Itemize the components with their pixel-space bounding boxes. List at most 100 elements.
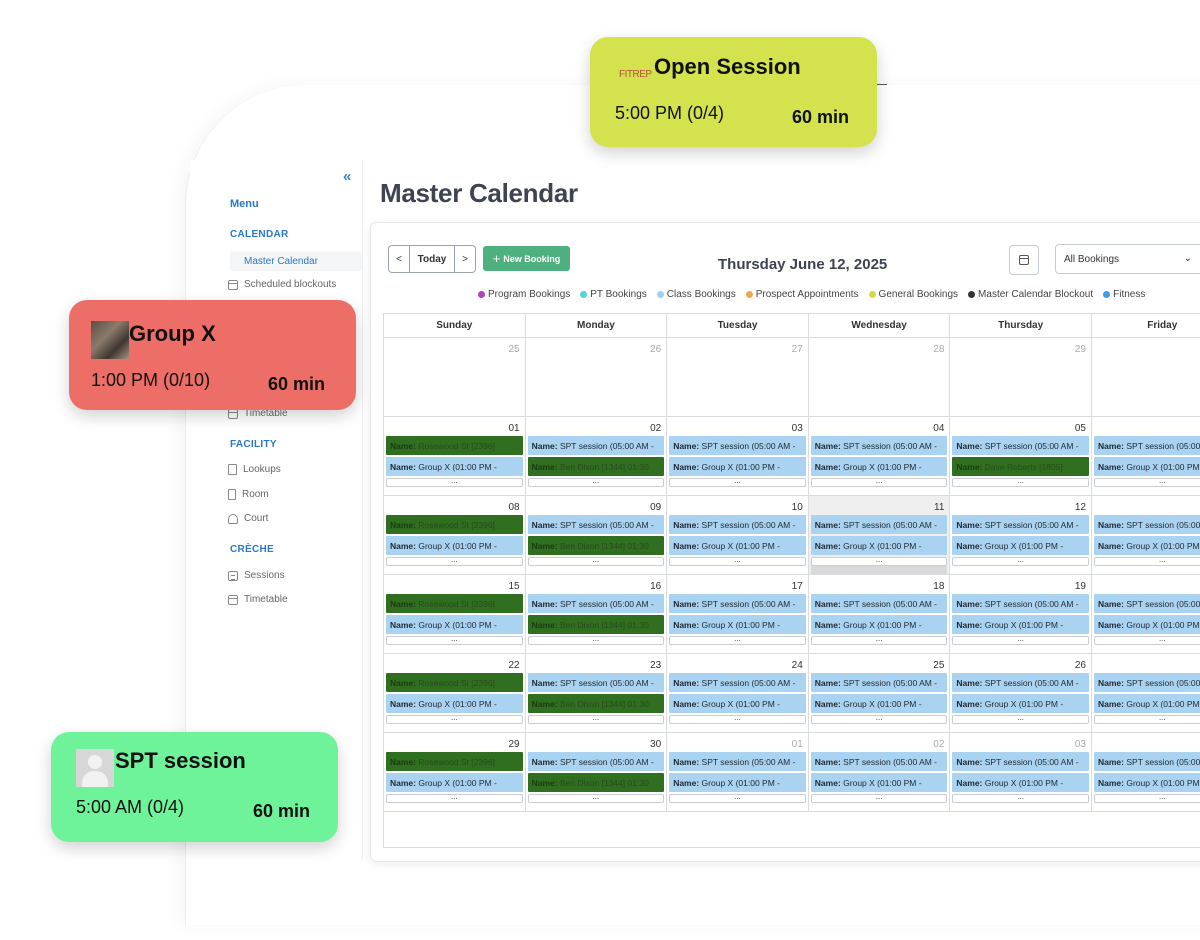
more-events-button[interactable]: ... [952, 556, 1089, 566]
more-events-button[interactable]: ... [810, 477, 948, 487]
sidebar-item-lookups[interactable]: Lookups [228, 464, 281, 475]
class-event[interactable]: Name: SPT session (05:00 AM - [810, 515, 948, 534]
class-event[interactable]: Name: Group X (01:00 PM - [386, 694, 523, 713]
next-button[interactable]: > [454, 245, 476, 273]
sidebar-item-room[interactable]: Room [228, 489, 269, 500]
more-events-button[interactable]: ... [1094, 793, 1200, 803]
class-event[interactable]: Name: Group X (01:00 PM - [669, 615, 806, 634]
more-events-button[interactable]: ... [952, 635, 1089, 645]
class-event[interactable]: Name: Group X (01:00 PM - [1094, 773, 1200, 792]
class-event[interactable]: Name: SPT session (05:00 AM - [1094, 436, 1200, 455]
day-cell[interactable]: Name: SPT session (05:00 AM -Name: Group… [1092, 496, 1200, 575]
class-event[interactable]: Name: Group X (01:00 PM - [669, 694, 806, 713]
class-event[interactable]: Name: SPT session (05:00 AM - [952, 515, 1089, 534]
more-events-button[interactable]: ... [386, 556, 523, 566]
class-event[interactable]: Name: Group X (01:00 PM - [810, 457, 948, 476]
booking-event[interactable]: Name: Rosewood St [2396] [386, 752, 523, 771]
class-event[interactable]: Name: SPT session (05:00 AM - [810, 436, 948, 455]
class-event[interactable]: Name: SPT session (05:00 AM - [1094, 594, 1200, 613]
day-cell[interactable] [1092, 338, 1200, 417]
booking-event[interactable]: Name: Ben Dixon [1344] 01:30 [527, 773, 665, 792]
more-events-button[interactable]: ... [527, 556, 665, 566]
class-event[interactable]: Name: SPT session (05:00 AM - [527, 594, 665, 613]
booking-event[interactable]: Name: Ben Dixon [1344] 01:30 [527, 536, 665, 555]
more-events-button[interactable]: ... [1094, 714, 1200, 724]
booking-event[interactable]: Name: Rosewood St [2396] [386, 594, 523, 613]
more-events-button[interactable]: ... [952, 477, 1089, 487]
more-events-button[interactable]: ... [810, 556, 948, 566]
spt-session-card[interactable]: SPT session 5:00 AM (0/4) 60 min [51, 732, 338, 842]
more-events-button[interactable]: ... [386, 635, 523, 645]
class-event[interactable]: Name: Group X (01:00 PM - [386, 536, 523, 555]
more-events-button[interactable]: ... [669, 556, 806, 566]
class-event[interactable]: Name: SPT session (05:00 AM - [669, 436, 806, 455]
class-event[interactable]: Name: Group X (01:00 PM - [810, 615, 948, 634]
class-event[interactable]: Name: SPT session (05:00 AM - [810, 673, 948, 692]
class-event[interactable]: Name: SPT session (05:00 AM - [810, 594, 948, 613]
class-event[interactable]: Name: SPT session (05:00 AM - [527, 673, 665, 692]
class-event[interactable]: Name: SPT session (05:00 AM - [669, 515, 806, 534]
more-events-button[interactable]: ... [669, 793, 806, 803]
more-events-button[interactable]: ... [810, 793, 948, 803]
more-events-button[interactable]: ... [810, 714, 948, 724]
class-event[interactable]: Name: Group X (01:00 PM - [952, 615, 1089, 634]
more-events-button[interactable]: ... [669, 635, 806, 645]
more-events-button[interactable]: ... [810, 635, 948, 645]
class-event[interactable]: Name: SPT session (05:00 AM - [527, 436, 665, 455]
previous-button[interactable]: < [388, 245, 410, 273]
more-events-button[interactable]: ... [1094, 556, 1200, 566]
day-cell[interactable]: Name: SPT session (05:00 AM -Name: Group… [1092, 417, 1200, 496]
class-event[interactable]: Name: SPT session (05:00 AM - [952, 673, 1089, 692]
class-event[interactable]: Name: Group X (01:00 PM - [952, 773, 1089, 792]
booking-event[interactable]: Name: Ben Dixon [1344] 01:30 [527, 694, 665, 713]
class-event[interactable]: Name: Group X (01:00 PM - [386, 773, 523, 792]
day-cell[interactable]: 28 [808, 338, 951, 417]
more-events-button[interactable]: ... [669, 714, 806, 724]
sidebar-item-creche-timetable[interactable]: Timetable [228, 594, 288, 605]
class-event[interactable]: Name: Group X (01:00 PM - [810, 536, 948, 555]
sidebar-item-sessions[interactable]: Sessions [228, 570, 285, 581]
booking-event[interactable]: Name: Dave Roberts [1805] [952, 457, 1089, 476]
more-events-button[interactable]: ... [952, 714, 1089, 724]
sidebar-item-master-calendar[interactable]: Master Calendar [230, 251, 362, 271]
sidebar-item-court[interactable]: Court [228, 513, 268, 524]
more-events-button[interactable]: ... [1094, 635, 1200, 645]
class-event[interactable]: Name: Group X (01:00 PM - [669, 536, 806, 555]
sidebar-item-scheduled-blockouts[interactable]: Scheduled blockouts [228, 279, 336, 290]
class-event[interactable]: Name: Group X (01:00 PM - [952, 694, 1089, 713]
class-event[interactable]: Name: Group X (01:00 PM - [1094, 615, 1200, 634]
class-event[interactable]: Name: SPT session (05:00 AM - [1094, 752, 1200, 771]
date-picker-button[interactable] [1009, 245, 1039, 275]
booking-event[interactable]: Name: Ben Dixon [1344] 01:30 [527, 615, 665, 634]
day-cell[interactable]: 27 [667, 338, 809, 417]
class-event[interactable]: Name: SPT session (05:00 AM - [810, 752, 948, 771]
more-events-button[interactable]: ... [386, 793, 523, 803]
group-x-card[interactable]: Group X 1:00 PM (0/10) 60 min [69, 300, 356, 410]
class-event[interactable]: Name: Group X (01:00 PM - [810, 694, 948, 713]
class-event[interactable]: Name: SPT session (05:00 AM - [669, 673, 806, 692]
class-event[interactable]: Name: SPT session (05:00 AM - [527, 515, 665, 534]
booking-event[interactable]: Name: Rosewood St [2396] [386, 436, 523, 455]
more-events-button[interactable]: ... [952, 793, 1089, 803]
class-event[interactable]: Name: SPT session (05:00 AM - [669, 594, 806, 613]
day-cell[interactable]: 29 [950, 338, 1092, 417]
today-button[interactable]: Today [410, 245, 454, 273]
day-cell[interactable]: Name: SPT session (05:00 AM - Name: Group… [1092, 575, 1200, 654]
